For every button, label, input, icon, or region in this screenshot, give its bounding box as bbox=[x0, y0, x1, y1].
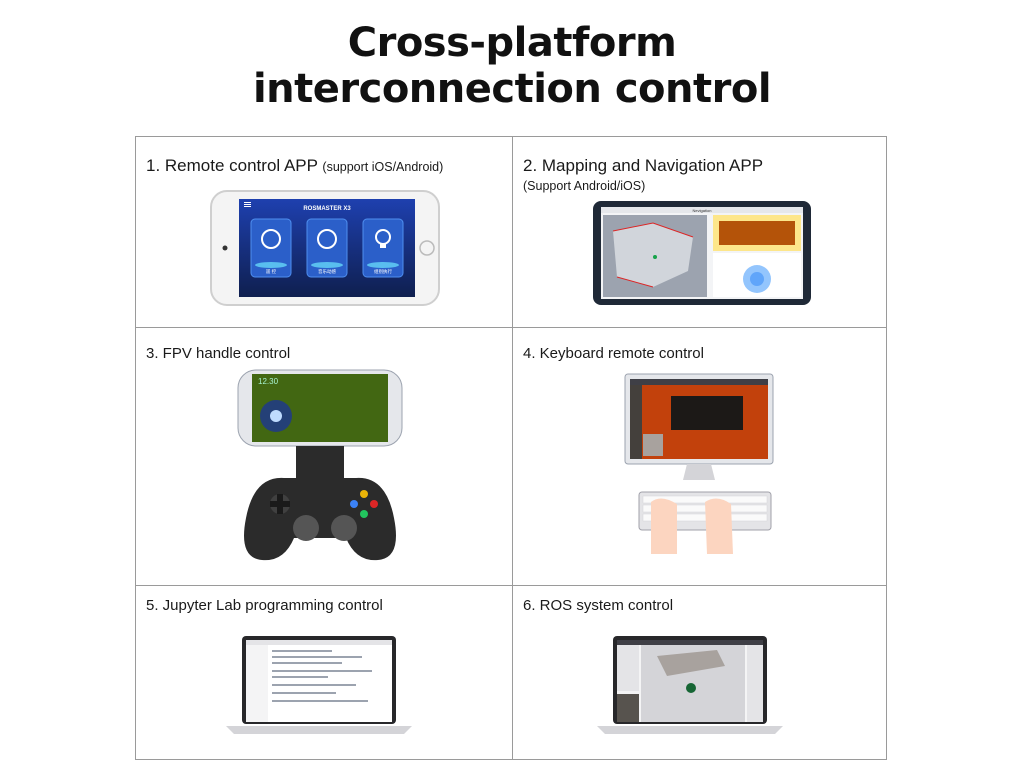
title-line-2: interconnection control bbox=[252, 66, 772, 112]
app-group-button: 组别执行 bbox=[362, 218, 404, 278]
fpv-readout: 12.30 bbox=[258, 377, 279, 386]
desktop-keyboard-illustration bbox=[624, 373, 774, 554]
laptop-jupyter-illustration bbox=[226, 636, 412, 734]
cell-caption: 1. Remote control APP (support iOS/Andro… bbox=[146, 156, 443, 176]
cell-jupyter-lab: 5. Jupyter Lab programming control bbox=[136, 586, 512, 761]
phone-remote-app-illustration: ROSMASTER X3 遥 控 音乐动感 组别执行 bbox=[210, 190, 440, 306]
page-title: Cross-platform interconnection control bbox=[0, 20, 1024, 112]
title-line-1: Cross-platform bbox=[347, 20, 677, 66]
app-remote-button: 遥 控 bbox=[250, 218, 292, 278]
cell-remote-control-app: 1. Remote control APP (support iOS/Andro… bbox=[136, 137, 512, 327]
cell-caption: 6. ROS system control bbox=[523, 597, 674, 614]
grid-divider-row1 bbox=[136, 327, 886, 328]
caption-note: (support iOS/Android) bbox=[322, 160, 444, 174]
cell-caption: 3. FPV handle control bbox=[146, 345, 291, 362]
grid-divider-vertical bbox=[512, 137, 513, 759]
app-btn-label: 遥 控 bbox=[266, 268, 277, 275]
fpv-gamepad-illustration: 12.30 bbox=[237, 369, 403, 561]
caption-main: 1. Remote control APP bbox=[146, 156, 318, 175]
app-header-text: ROSMASTER X3 bbox=[303, 206, 351, 212]
cell-caption-note: (Support Android/iOS) bbox=[523, 179, 646, 193]
cell-caption: 4. Keyboard remote control bbox=[523, 345, 704, 362]
cell-caption: 2. Mapping and Navigation APP bbox=[523, 156, 764, 175]
app-music-button: 音乐动感 bbox=[306, 218, 348, 278]
cell-caption: 5. Jupyter Lab programming control bbox=[146, 597, 383, 614]
cell-fpv-handle: 3. FPV handle control 12.30 bbox=[136, 328, 512, 585]
tablet-navigation-illustration: Nevigation bbox=[593, 201, 811, 305]
feature-grid: 1. Remote control APP (support iOS/Andro… bbox=[135, 136, 887, 760]
laptop-ros-illustration bbox=[597, 636, 783, 734]
nav-app-header: Nevigation bbox=[693, 208, 712, 213]
app-btn-label: 音乐动感 bbox=[318, 268, 336, 275]
cell-ros-system: 6. ROS system control bbox=[513, 586, 888, 761]
cell-keyboard-remote: 4. Keyboard remote control bbox=[513, 328, 888, 585]
cell-mapping-navigation-app: 2. Mapping and Navigation APP (Support A… bbox=[513, 137, 888, 327]
grid-divider-row2 bbox=[136, 585, 886, 586]
app-btn-label: 组别执行 bbox=[374, 268, 392, 275]
